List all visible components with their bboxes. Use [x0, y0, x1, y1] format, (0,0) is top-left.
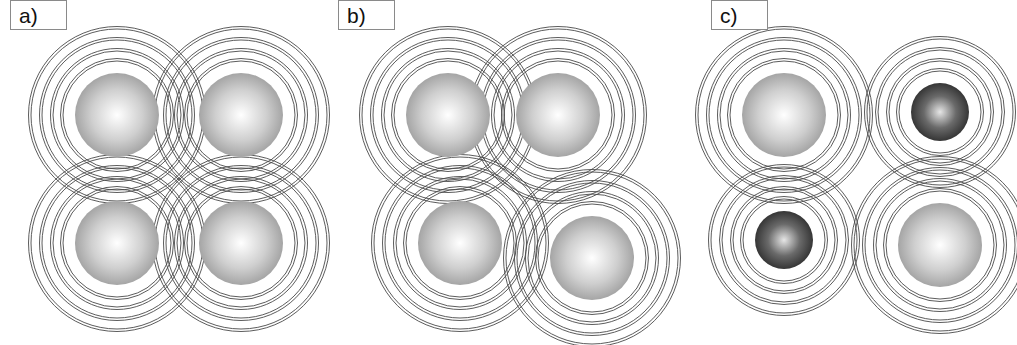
electron-shell [392, 59, 505, 172]
electron-shell [63, 189, 171, 297]
electron-shell [177, 179, 305, 307]
electron-shell [504, 170, 681, 345]
electron-shell [538, 204, 646, 312]
electron-shell [722, 178, 846, 302]
electron-shell [852, 157, 1017, 334]
electron-shell [61, 187, 174, 300]
panel-label: c) [711, 0, 768, 30]
panel-letter: c) [720, 5, 738, 26]
electron-shell [384, 51, 512, 179]
electron-shell [53, 179, 181, 307]
electron-shell [175, 177, 308, 310]
electron-shell [175, 49, 308, 182]
electron-shell [743, 199, 825, 281]
electron-shell [164, 166, 319, 321]
electron-shell [887, 59, 994, 166]
atom-sphere [516, 73, 600, 157]
electron-shell [29, 155, 206, 332]
electron-shell [709, 165, 860, 316]
electron-shell [517, 183, 667, 333]
electron-shell [177, 51, 305, 179]
atom-sphere [742, 73, 826, 157]
electron-shell [155, 29, 327, 201]
electron-shell [865, 170, 1015, 320]
electron-shell [406, 189, 514, 297]
electron-shell [709, 40, 859, 190]
electron-shell [372, 155, 549, 332]
electron-shell [360, 27, 537, 204]
electron-shell [502, 59, 615, 172]
electron-shell [515, 181, 670, 336]
electron-shell [876, 48, 1005, 177]
electron-shell [526, 192, 659, 325]
electron-shell [876, 181, 1004, 309]
electron-shell [374, 157, 546, 329]
electron-shell [720, 51, 848, 179]
panel-label: b) [338, 0, 395, 30]
electron-shell [385, 168, 535, 318]
panel-letter: a) [19, 5, 38, 26]
electron-shell [155, 157, 327, 329]
atom-sphere [911, 83, 969, 141]
electron-shell [730, 61, 838, 169]
atom-sphere [75, 201, 159, 285]
atom-sphere [418, 201, 502, 285]
atom-sphere [550, 216, 634, 300]
electron-shell [187, 189, 295, 297]
electron-shell [867, 39, 1013, 185]
electron-shell [865, 37, 1016, 188]
atom-sphere [406, 73, 490, 157]
electron-shell [886, 191, 994, 299]
electron-shell [707, 38, 862, 193]
atom-sphere [755, 211, 813, 269]
electron-shell [383, 166, 538, 321]
electron-shell [720, 176, 849, 305]
atom-sphere [199, 73, 283, 157]
electron-shell [153, 155, 330, 332]
electron-shell [711, 167, 857, 313]
electron-shell [897, 69, 984, 156]
electron-shell [492, 49, 625, 182]
electron-shell [53, 51, 181, 179]
electron-shell [874, 179, 1007, 312]
electron-shell [899, 71, 981, 153]
atom-sphere [75, 73, 159, 157]
electron-shell [164, 38, 319, 193]
electron-shell [362, 29, 534, 201]
electron-shell [166, 168, 316, 318]
electron-shell [731, 187, 838, 294]
electron-shell [733, 189, 835, 291]
panel-label: a) [10, 0, 67, 30]
electron-shell [528, 194, 656, 322]
electron-shell [728, 59, 841, 172]
electron-shell [185, 59, 298, 172]
electron-shell [63, 61, 171, 169]
electron-shell [504, 61, 612, 169]
electron-shell [166, 40, 316, 190]
electron-shell [696, 27, 873, 204]
atom-sphere [199, 201, 283, 285]
electron-shell [506, 172, 678, 344]
electron-shell [854, 159, 1017, 331]
electron-shell [394, 61, 502, 169]
electron-shell [187, 61, 295, 169]
electron-shell [889, 61, 991, 163]
electron-shell [884, 189, 997, 302]
electron-shell [404, 187, 517, 300]
atom-sphere [898, 203, 982, 287]
electron-shell [718, 49, 851, 182]
electron-shell [741, 197, 828, 284]
electron-shell [61, 59, 174, 172]
electron-shell [878, 50, 1002, 174]
electron-shell [536, 202, 649, 315]
electron-shell [394, 177, 527, 310]
electron-shell [185, 187, 298, 300]
electron-shell [494, 51, 622, 179]
panel-letter: b) [347, 5, 366, 26]
electron-shell [863, 168, 1017, 323]
